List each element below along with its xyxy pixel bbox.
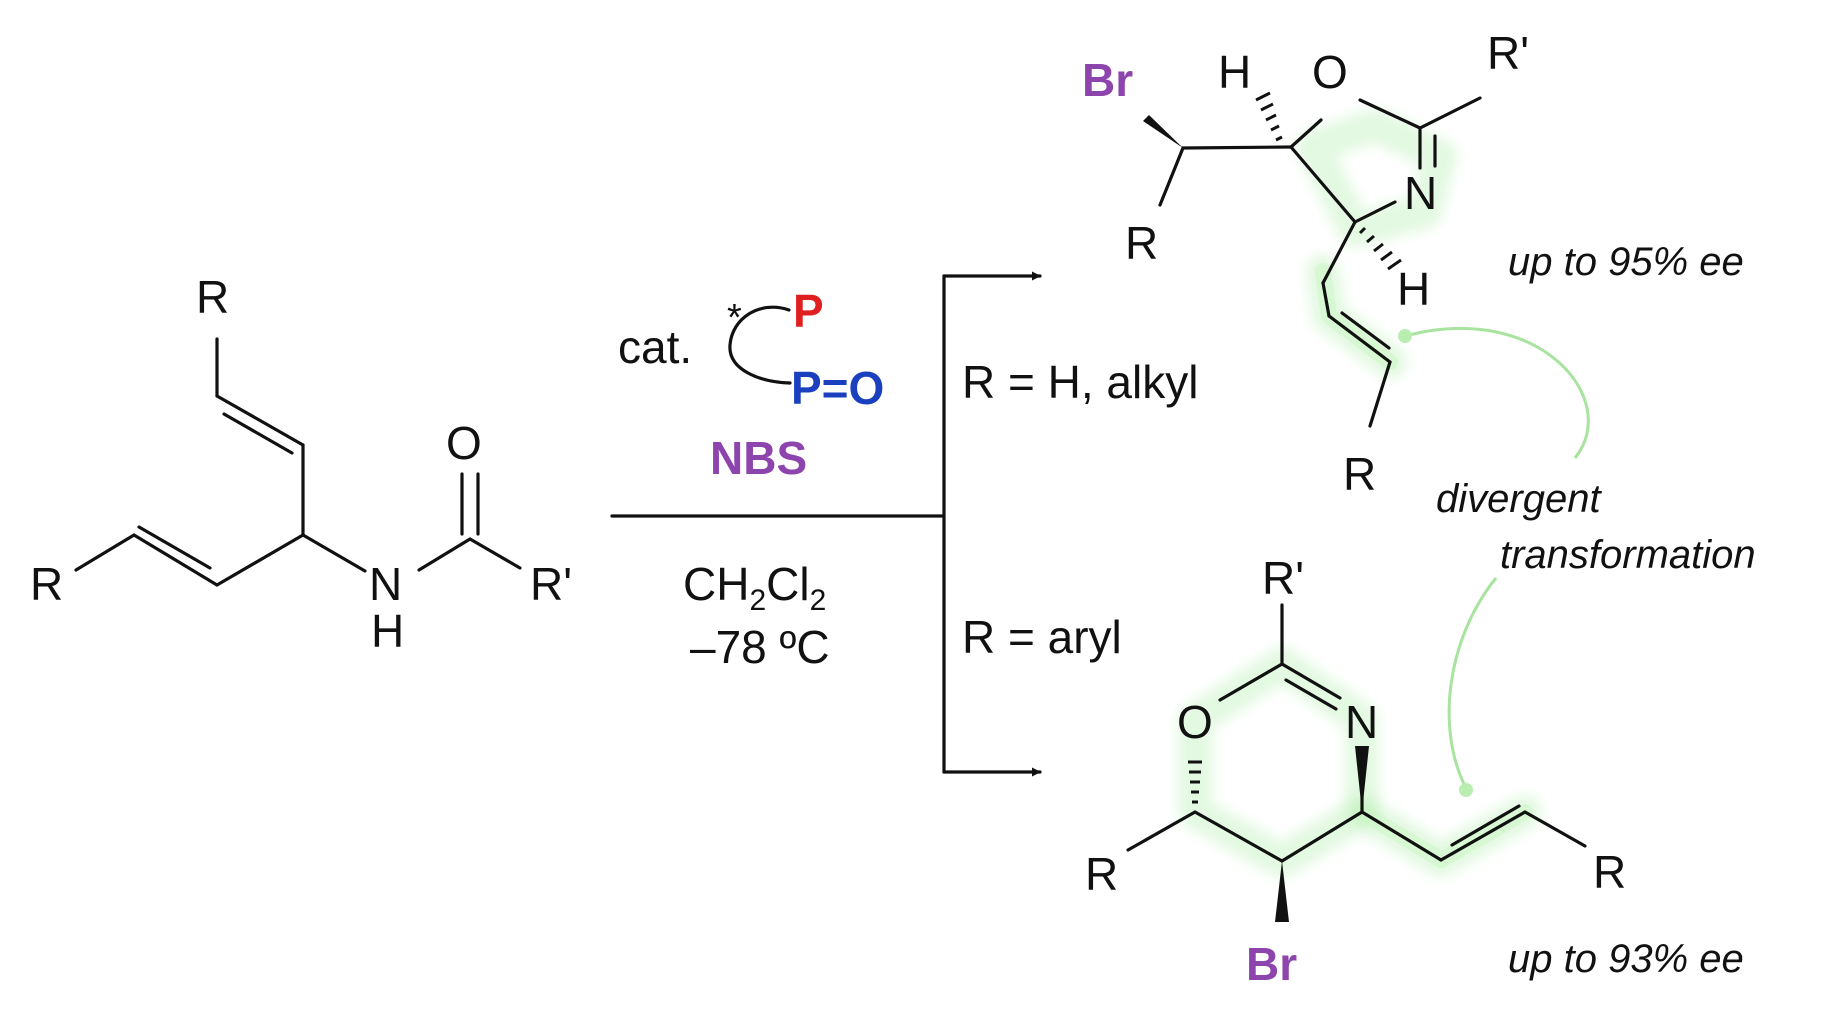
- product-top-h-right: H: [1397, 263, 1430, 315]
- reactant-amide-n: N: [369, 558, 402, 610]
- condition-upper: R = H, alkyl: [962, 356, 1198, 408]
- product-bottom-r-left: R: [1085, 848, 1118, 900]
- catalyst: cat. * P P=O: [618, 285, 884, 414]
- catalyst-phosphine-oxide: P=O: [791, 362, 884, 414]
- product-bottom-ee: up to 93% ee: [1508, 937, 1744, 981]
- divergent-connector: [1398, 326, 1590, 797]
- reactant-r-left: R: [30, 558, 63, 610]
- catalyst-phosphorus: P: [793, 285, 824, 337]
- reaction-arrows: [610, 271, 1042, 777]
- reactant-amide-h: H: [371, 605, 404, 657]
- reactant-r-top: R: [196, 271, 229, 323]
- reactant-molecule: R R O N H R': [30, 271, 572, 657]
- reagent-nbs: NBS: [710, 432, 807, 484]
- product-bottom-molecule: R' O N R R Br up to 93% ee: [1085, 552, 1744, 990]
- temperature-label: –78 ºC: [690, 621, 830, 673]
- condition-lower: R = aryl: [962, 611, 1122, 663]
- product-bottom-r-prime: R': [1262, 552, 1304, 604]
- reactant-carbonyl-o: O: [446, 417, 482, 469]
- product-top-ring-n: N: [1404, 167, 1437, 219]
- product-top-molecule: Br H O R' N R H R up to 95% ee: [1082, 27, 1744, 500]
- product-top-h-left: H: [1218, 46, 1251, 98]
- product-bottom-ring-o: O: [1177, 696, 1213, 748]
- product-top-r-bottom: R: [1343, 448, 1376, 500]
- catalyst-prefix: cat.: [618, 321, 692, 373]
- product-top-bromine: Br: [1082, 54, 1133, 106]
- product-top-r-prime: R': [1487, 27, 1529, 79]
- solvent-label: CH2Cl2: [683, 558, 826, 617]
- product-bottom-bromine: Br: [1246, 938, 1297, 990]
- reactant-r-prime: R': [530, 558, 572, 610]
- product-top-r-left: R: [1125, 217, 1158, 269]
- product-bottom-ring-n: N: [1345, 696, 1378, 748]
- product-bottom-r-right: R: [1593, 846, 1626, 898]
- annotation-line1: divergent: [1436, 477, 1602, 521]
- product-top-ring-o: O: [1312, 46, 1348, 98]
- product-top-ee: up to 95% ee: [1508, 240, 1744, 284]
- catalyst-chiral-star: *: [727, 297, 742, 339]
- annotation-line2: transformation: [1500, 533, 1756, 577]
